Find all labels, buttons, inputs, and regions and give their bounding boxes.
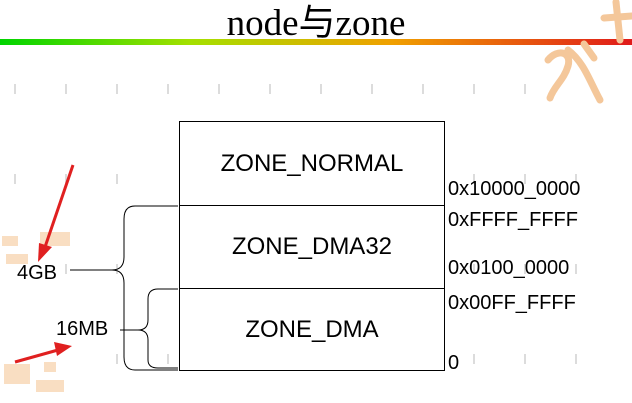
16mb-label: 16MB (56, 318, 109, 340)
slide-title: node与zone (226, 3, 406, 44)
title-gradient-bar (0, 39, 632, 45)
zone-normal-label: ZONE_NORMAL (220, 149, 404, 177)
zone-dma32-label: ZONE_DMA32 (231, 233, 393, 260)
zone-dma-block: ZONE_DMA (180, 289, 444, 370)
address-label: 0x00FF_FFFF (448, 292, 576, 314)
zone-dma32-block: ZONE_DMA32 (180, 206, 444, 289)
address-label: 0 (448, 352, 460, 374)
zone-stack: ZONE_NORMAL ZONE_DMA32 ZONE_DMA (179, 121, 445, 371)
address-label: 0x0100_0000 (448, 257, 570, 279)
stamp-decoration-bottom-icon (4, 362, 64, 392)
background-dash-pattern (14, 84, 577, 364)
calligraphy-decoration-icon (544, 0, 632, 104)
zone-dma-label: ZONE_DMA (245, 315, 379, 343)
4gb-brace (70, 205, 178, 371)
arrow-to-4gb (38, 164, 75, 262)
zone-normal-block: ZONE_NORMAL (180, 122, 444, 206)
address-label: 0xFFFF_FFFF (448, 209, 578, 231)
address-label: 0x10000_0000 (448, 178, 581, 200)
4gb-label: 4GB (17, 262, 58, 284)
arrow-to-16mb (14, 342, 72, 364)
16mb-brace (120, 288, 178, 369)
